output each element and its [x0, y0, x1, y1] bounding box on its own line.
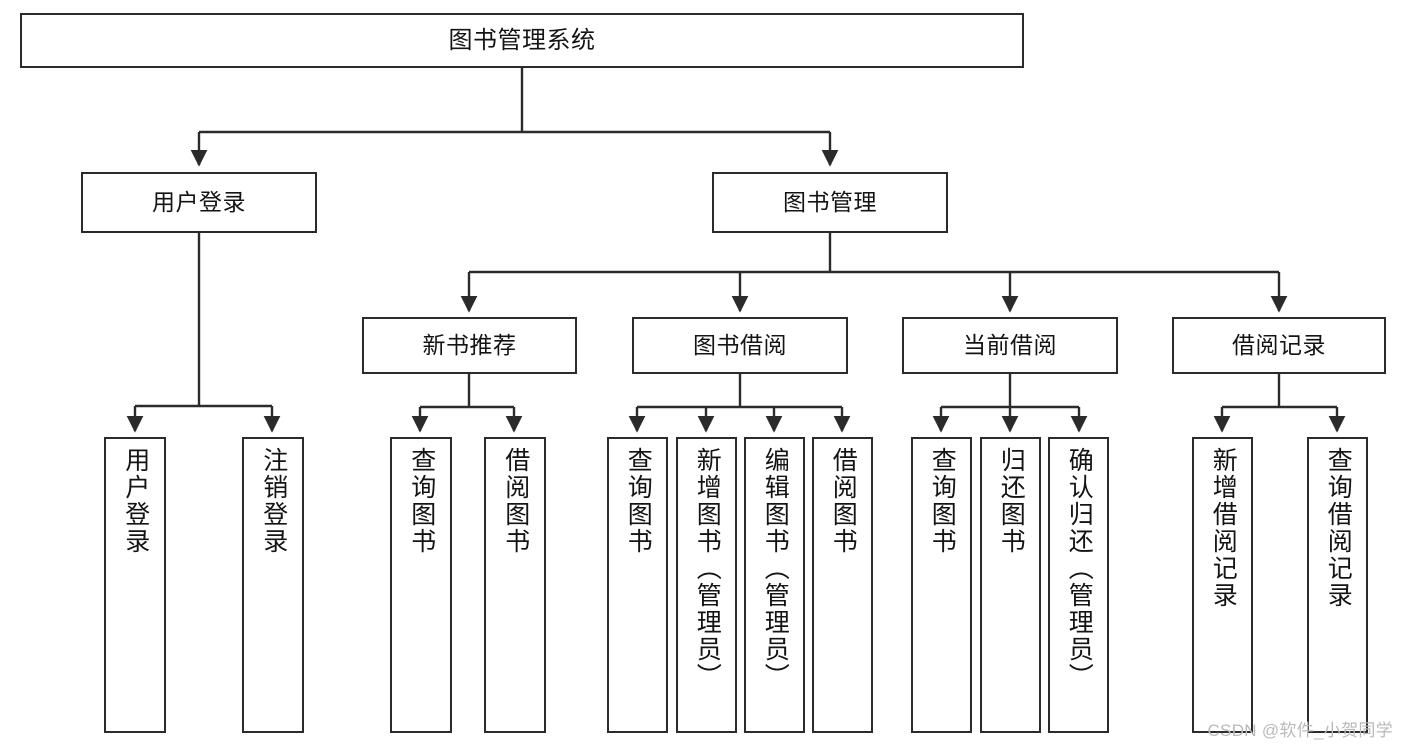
node-new-book-recommendation[interactable]: 新书推荐: [362, 317, 577, 374]
node-label: 用户登录: [121, 447, 150, 555]
node-label: 图书借阅: [693, 332, 787, 359]
leaf-borrow-book-2[interactable]: 借阅图书: [812, 437, 873, 733]
node-label: 查询图书: [624, 447, 653, 555]
leaf-add-borrow-record[interactable]: 新增借阅记录: [1192, 437, 1253, 733]
node-book-management[interactable]: 图书管理: [712, 172, 948, 233]
node-label: 用户登录: [152, 189, 246, 216]
node-label: 编辑图书（管理员）: [761, 447, 790, 690]
node-label: 图书管理系统: [448, 26, 596, 54]
node-label: 查询图书: [407, 447, 436, 555]
node-label: 图书管理: [783, 189, 877, 216]
node-label: 当前借阅: [963, 332, 1057, 359]
node-label: 借阅记录: [1232, 332, 1326, 359]
node-label: 查询借阅记录: [1324, 447, 1353, 609]
leaf-borrow-book-1[interactable]: 借阅图书: [484, 437, 546, 733]
node-current-borrow[interactable]: 当前借阅: [902, 317, 1118, 374]
node-label: 新增借阅记录: [1209, 447, 1238, 609]
leaf-edit-book-admin[interactable]: 编辑图书（管理员）: [744, 437, 805, 733]
leaf-confirm-return-admin[interactable]: 确认归还（管理员）: [1048, 437, 1109, 733]
leaf-logout[interactable]: 注销登录: [242, 437, 304, 733]
node-label: 确认归还（管理员）: [1065, 447, 1094, 690]
watermark: CSDN @软件_小贺同学: [1207, 721, 1393, 740]
leaf-query-book-3[interactable]: 查询图书: [911, 437, 972, 733]
node-label: 借阅图书: [501, 447, 530, 555]
leaf-add-book-admin[interactable]: 新增图书（管理员）: [676, 437, 737, 733]
node-borrow-record[interactable]: 借阅记录: [1172, 317, 1386, 374]
node-label: 注销登录: [259, 447, 288, 555]
node-label: 新增图书（管理员）: [693, 447, 722, 690]
leaf-user-login[interactable]: 用户登录: [104, 437, 166, 733]
node-user-login[interactable]: 用户登录: [81, 172, 317, 233]
leaf-return-book[interactable]: 归还图书: [980, 437, 1041, 733]
node-label: 归还图书: [997, 447, 1026, 555]
node-label: 查询图书: [928, 447, 957, 555]
node-label: 新书推荐: [422, 332, 517, 359]
node-label: 借阅图书: [829, 447, 858, 555]
node-root-system[interactable]: 图书管理系统: [20, 13, 1024, 68]
leaf-query-book-2[interactable]: 查询图书: [607, 437, 668, 733]
leaf-query-borrow-record[interactable]: 查询借阅记录: [1307, 437, 1368, 733]
leaf-query-book-1[interactable]: 查询图书: [390, 437, 452, 733]
node-book-borrow[interactable]: 图书借阅: [632, 317, 848, 374]
